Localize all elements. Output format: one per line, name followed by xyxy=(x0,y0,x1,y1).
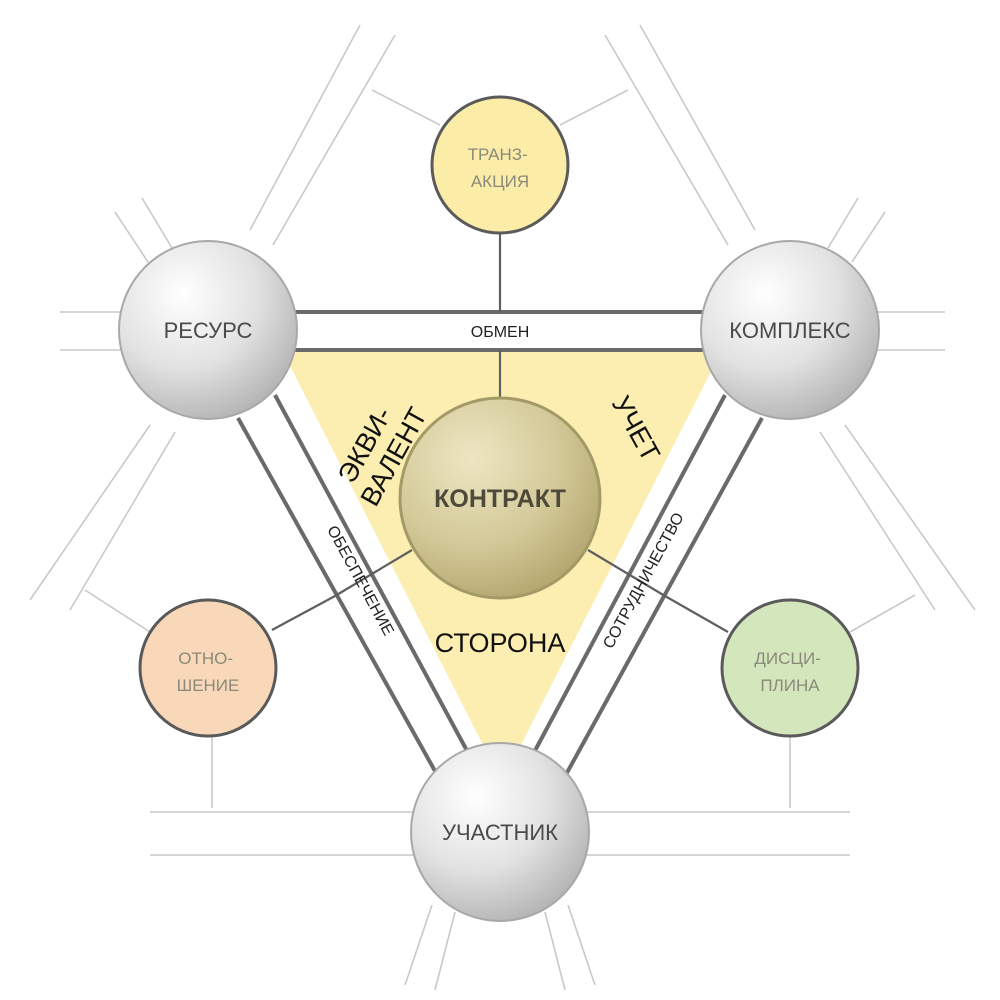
node-relation: ОТНО- ШЕНИЕ xyxy=(138,598,278,738)
node-transaction: ТРАНЗ- АКЦИЯ xyxy=(430,95,570,235)
band-cooperation xyxy=(528,394,764,781)
node-discipline: ДИСЦИ- ПЛИНА xyxy=(720,598,860,738)
edge-label-exchange: ОБМЕН xyxy=(471,324,530,341)
svg-text:ДИСЦИ- ПЛИНА: ДИСЦИ- ПЛИНА xyxy=(754,649,825,695)
svg-text:ОТНО- ШЕНИЕ: ОТНО- ШЕНИЕ xyxy=(177,649,240,695)
node-contract: КОНТРАКТ xyxy=(398,396,602,600)
node-complex: КОМПЛЕКС xyxy=(700,240,880,420)
node-participant: УЧАСТНИК xyxy=(410,742,590,922)
svg-text:КОНТРАКТ: КОНТРАКТ xyxy=(434,485,566,513)
svg-text:УЧАСТНИК: УЧАСТНИК xyxy=(442,820,558,845)
spokes xyxy=(271,230,729,633)
background-lines xyxy=(29,24,976,991)
inner-label-side: СТОРОНА xyxy=(435,628,566,658)
node-resource: РЕСУРС xyxy=(118,240,298,420)
svg-text:ТРАНЗ- АКЦИЯ: ТРАНЗ- АКЦИЯ xyxy=(468,145,533,191)
svg-text:КОМПЛЕКС: КОМПЛЕКС xyxy=(729,318,850,343)
band-provision xyxy=(236,394,474,781)
svg-text:РЕСУРС: РЕСУРС xyxy=(164,318,253,343)
